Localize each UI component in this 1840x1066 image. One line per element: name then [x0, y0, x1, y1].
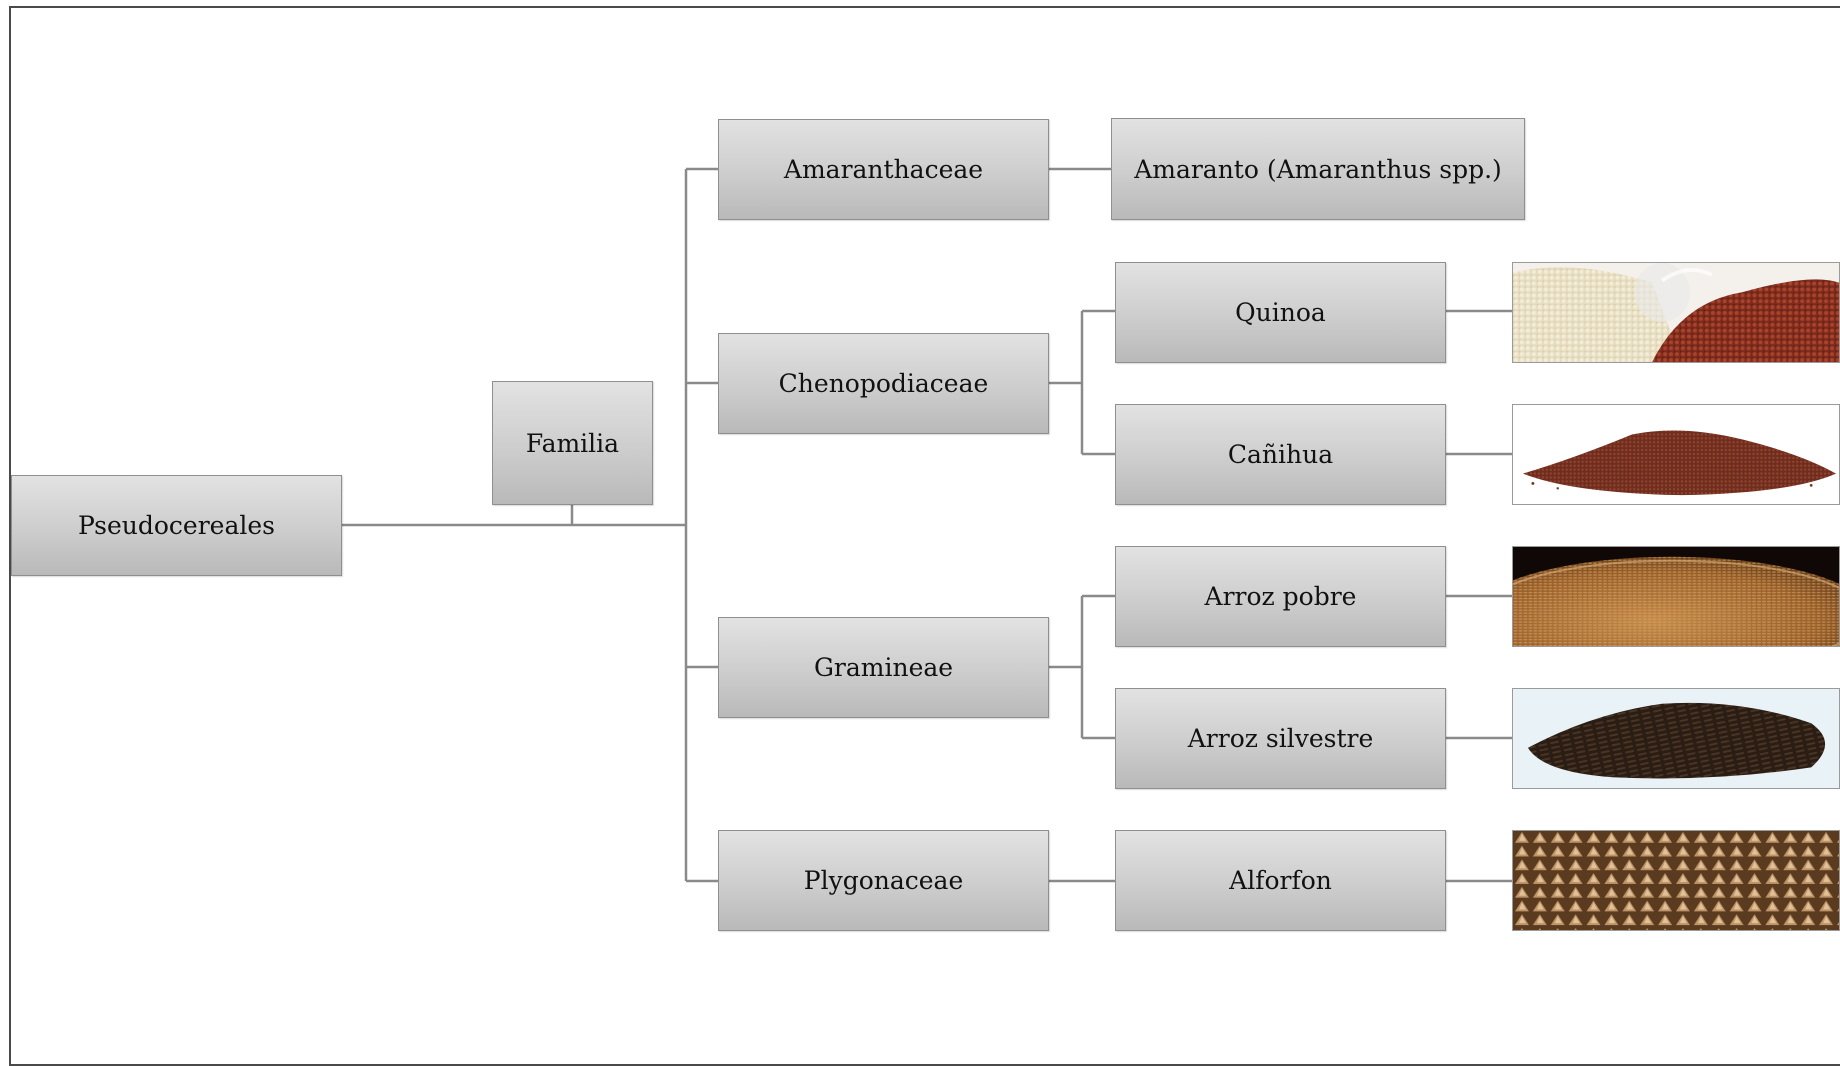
family-node-chenopodiaceae: Chenopodiaceae: [718, 333, 1049, 434]
buckwheat-grains-photo: [1512, 830, 1840, 931]
species-node-quinoa: Quinoa: [1115, 262, 1446, 363]
root-node: Pseudocereales: [11, 475, 342, 576]
canihua-grains-photo: [1512, 404, 1840, 505]
arroz-pobre-grains-photo: [1512, 546, 1840, 647]
species-node-amaranto: Amaranto (Amaranthus spp.): [1111, 118, 1525, 220]
family-node-amaranthaceae: Amaranthaceae: [718, 119, 1049, 220]
family-node-gramineae: Gramineae: [718, 617, 1049, 718]
species-node-arroz-pobre: Arroz pobre: [1115, 546, 1446, 647]
species-node-canihua: Cañihua: [1115, 404, 1446, 505]
tree-connectors: [341, 167, 1512, 883]
family-node-plygonaceae: Plygonaceae: [718, 830, 1049, 931]
species-node-alforfon: Alforfon: [1115, 830, 1446, 931]
quinoa-grains-photo: [1512, 262, 1840, 363]
wild-rice-grains-photo: [1512, 688, 1840, 789]
species-node-arroz-silvestre: Arroz silvestre: [1115, 688, 1446, 789]
familia-node: Familia: [492, 381, 653, 505]
